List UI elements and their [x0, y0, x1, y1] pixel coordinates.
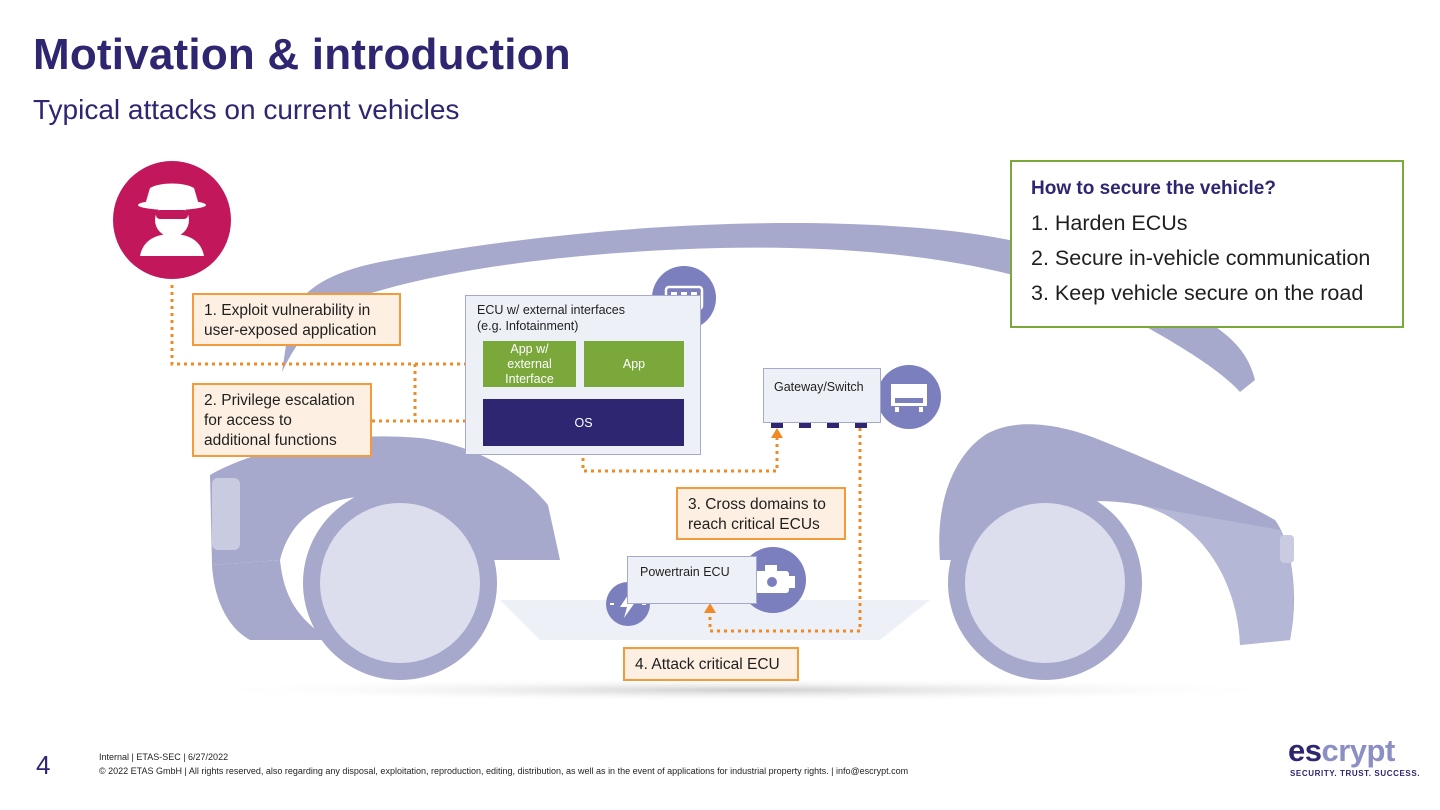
- app-external-interface: App w/ external Interface: [483, 341, 576, 387]
- secure-title: How to secure the vehicle?: [1031, 178, 1276, 199]
- app-ext-line: App w/: [510, 341, 549, 356]
- secure-vehicle-box: How to secure the vehicle? 1. Harden ECU…: [1010, 160, 1404, 328]
- front-wheel-rim: [965, 503, 1125, 663]
- attack-path-3: [581, 437, 779, 473]
- powertrain-ecu-box: [627, 556, 757, 604]
- attack-paths: [170, 285, 862, 633]
- arrowhead-4: [704, 603, 716, 613]
- rear-wheel-rim: [320, 503, 480, 663]
- ecu-label: ECU w/ external interfaces (e.g. Infotai…: [477, 302, 647, 334]
- gateway-box: [763, 368, 881, 423]
- secure-item: 3. Keep vehicle secure on the road: [1031, 281, 1364, 305]
- step-3-callout: 3. Cross domains to reach critical ECUs: [676, 487, 846, 540]
- ecu-label-line1: ECU w/ external interfaces: [477, 303, 625, 317]
- arrowhead-3: [771, 428, 783, 438]
- escrypt-logo: escrypt: [1288, 733, 1395, 769]
- step-2-callout: 2. Privilege escalation for access to ad…: [192, 383, 372, 457]
- ecu-label-line2: (e.g. Infotainment): [477, 319, 579, 333]
- page-number: 4: [36, 750, 51, 780]
- callout-line: additional functions: [204, 432, 337, 449]
- step-4-callout: 4. Attack critical ECU: [623, 647, 799, 681]
- headlight: [1280, 535, 1294, 563]
- callout-line: 3. Cross domains to: [688, 496, 826, 513]
- attack-path-1: [170, 285, 472, 366]
- switch-icon: [877, 365, 941, 429]
- callout-line: reach critical ECUs: [688, 516, 820, 533]
- app-box: App: [584, 341, 684, 387]
- rear-light: [212, 478, 240, 550]
- ground-shadow: [185, 678, 1305, 702]
- logo-part1: es: [1288, 733, 1322, 768]
- step-1-callout: 1. Exploit vulnerability in user-exposed…: [192, 293, 401, 346]
- app-ext-line: external: [507, 356, 552, 371]
- callout-line: 4. Attack critical ECU: [635, 656, 780, 673]
- logo-tagline: SECURITY. TRUST. SUCCESS.: [1290, 769, 1421, 778]
- car-front-body: [939, 424, 1295, 645]
- powertrain-ecu-label: Powertrain ECU: [640, 565, 730, 579]
- car-rear-bumper: [212, 560, 330, 640]
- slide-title: Motivation & introduction: [33, 30, 571, 79]
- footer-meta: Internal | ETAS-SEC | 6/27/2022: [99, 752, 229, 762]
- logo-part2: crypt: [1321, 733, 1395, 768]
- hacker-icon: [113, 161, 231, 279]
- secure-item: 1. Harden ECUs: [1031, 211, 1188, 235]
- car-sill: [500, 600, 930, 640]
- os-box: OS: [483, 399, 684, 446]
- callout-line: 1. Exploit vulnerability in: [204, 302, 371, 319]
- secure-item: 2. Secure in-vehicle communication: [1031, 246, 1371, 270]
- slide-subtitle: Typical attacks on current vehicles: [33, 94, 460, 125]
- app-ext-line: Interface: [505, 371, 554, 386]
- callout-line: 2. Privilege escalation: [204, 392, 355, 409]
- car-front-bumper: [1140, 505, 1294, 645]
- callout-line: user-exposed application: [204, 322, 377, 339]
- footer-copyright: © 2022 ETAS GmbH | All rights reserved, …: [99, 766, 909, 776]
- callout-line: for access to: [204, 412, 292, 429]
- gateway-label: Gateway/Switch: [774, 380, 864, 394]
